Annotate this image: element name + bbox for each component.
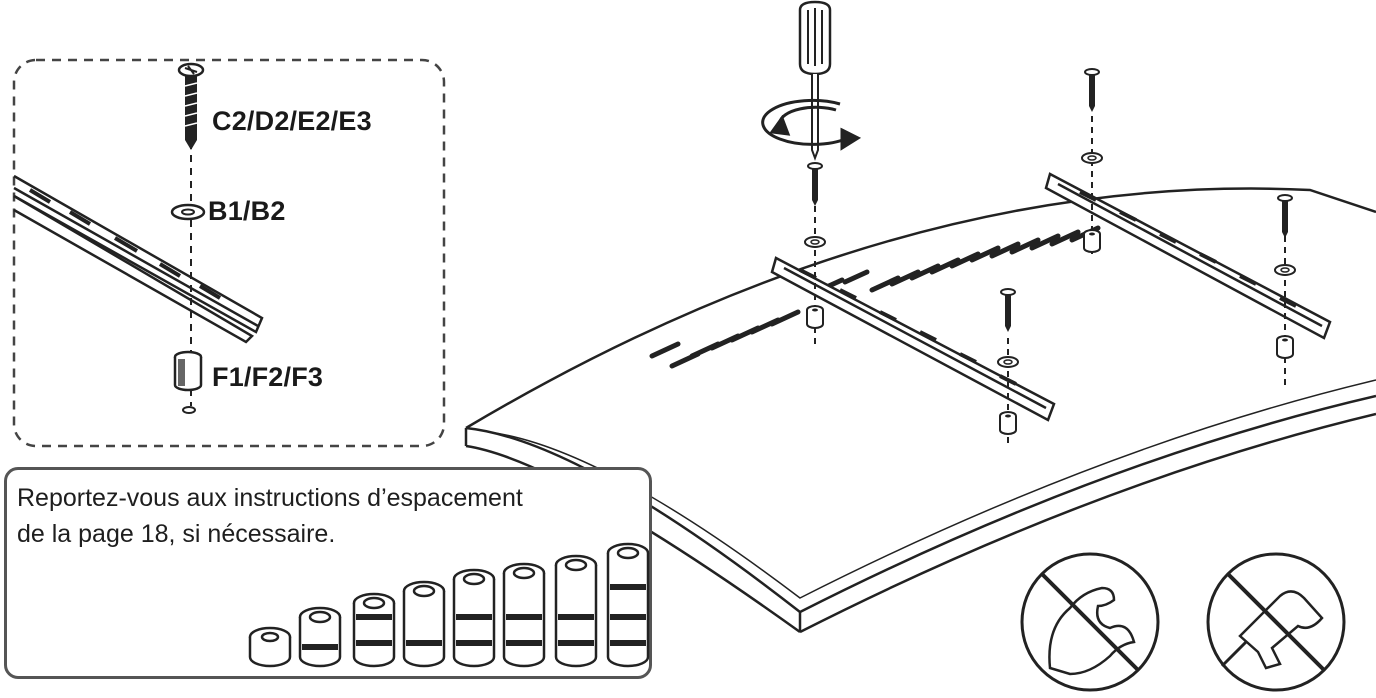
inset-spacer <box>173 350 203 392</box>
warning-icons <box>1020 552 1346 692</box>
right-bracket-rail <box>1044 172 1332 340</box>
spacer-size-3 <box>352 592 396 668</box>
spacing-note-box: Reportez-vous aux instructions d’espacem… <box>4 467 652 679</box>
spacer-size-1 <box>248 626 292 668</box>
spacer-size-7 <box>554 554 598 668</box>
left-bracket-rail <box>770 256 1056 422</box>
hardware-stack-4 <box>1274 194 1296 359</box>
no-power-drill-icon <box>1206 552 1346 692</box>
washer-label: B1/B2 <box>208 196 286 226</box>
hardware-stack-3 <box>1081 68 1103 253</box>
spacer-size-8 <box>606 542 650 668</box>
spacer-label: F1/F2/F3 <box>212 362 324 392</box>
spacing-note-text: Reportez-vous aux instructions d’espacem… <box>17 480 653 552</box>
screw-label: C2/D2/E2/E3 <box>212 106 372 136</box>
hardware-stack-2 <box>997 288 1019 435</box>
inset-washer <box>170 203 206 221</box>
screwdriver-icon <box>798 0 832 161</box>
rotate-arrow-icon <box>761 98 862 151</box>
note-line-1: Reportez-vous aux instructions d’espacem… <box>17 484 523 512</box>
detail-inset <box>12 58 446 448</box>
spacer-size-2 <box>298 606 342 668</box>
no-force-icon <box>1020 552 1160 692</box>
hardware-stack-1 <box>804 162 826 329</box>
spacer-lineup <box>248 542 650 668</box>
inset-screw <box>177 62 205 150</box>
note-line-2: de la page 18, si nécessaire. <box>17 520 336 548</box>
spacer-size-4 <box>402 580 446 668</box>
inset-rail <box>13 174 264 344</box>
